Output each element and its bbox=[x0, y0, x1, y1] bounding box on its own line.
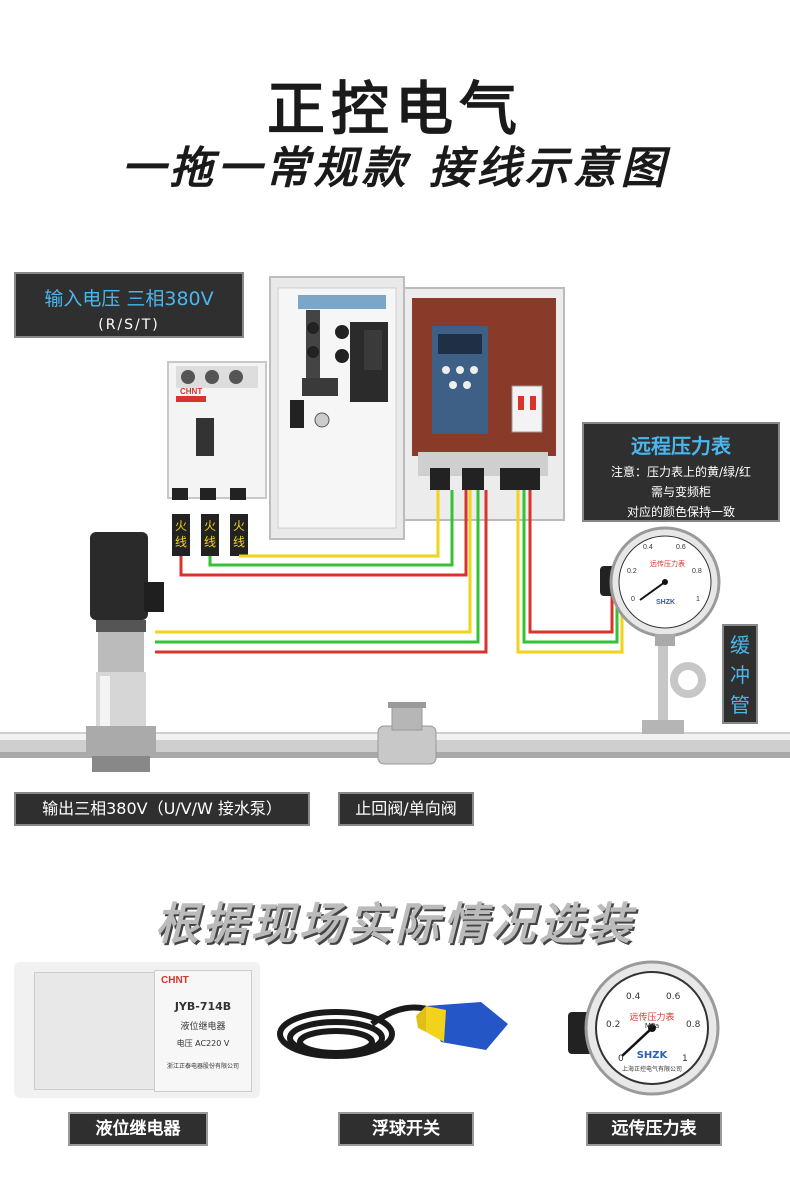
live-wire-label-1: 火线 bbox=[174, 519, 187, 549]
page-title: 正控电气 bbox=[266, 75, 523, 143]
level-relay-image: CHNT JYB-714B 液位继电器 电压 AC220 V 浙江正泰电器股份有… bbox=[14, 962, 260, 1098]
circuit-breaker bbox=[167, 361, 267, 500]
gauge-brand: SHZK bbox=[656, 599, 675, 606]
live-wire-labels bbox=[172, 514, 248, 556]
input-voltage-label: 输入电压 三相380V bbox=[44, 288, 214, 310]
gauge-tick-0: 0 bbox=[631, 596, 635, 603]
relay-voltage: 电压 AC220 V bbox=[176, 1039, 230, 1048]
relay-model: JYB-714B bbox=[174, 1000, 232, 1013]
options-section-title: 根据现场实际情况选装 bbox=[155, 899, 635, 950]
output-pump-label: 输出三相380V（U/V/W 接水泵） bbox=[14, 792, 310, 826]
gauge-tick-0.4: 0.4 bbox=[643, 544, 653, 551]
remote-gauge-image-unit: MPa bbox=[644, 1022, 660, 1030]
remote-gauge-image bbox=[568, 960, 720, 1096]
cabinet-door bbox=[269, 276, 405, 540]
remote-gauge-image-tick-0.8: 0.8 bbox=[686, 1020, 701, 1030]
gauge-tick-0.6: 0.6 bbox=[676, 544, 686, 551]
remote-gauge-image-tick-0.2: 0.2 bbox=[606, 1020, 621, 1030]
remote-gauge-note-line1: 注意：压力表上的黄/绿/红 bbox=[610, 465, 752, 479]
gauge-tick-0.8: 0.8 bbox=[692, 568, 702, 575]
remote-gauge-image-tick-0.4: 0.4 bbox=[626, 992, 641, 1002]
relay-maker: 浙江正泰电器股份有限公司 bbox=[166, 1063, 239, 1070]
remote-gauge-note-box: 远程压力表 注意：压力表上的黄/绿/红 需与变频柜 对应的颜色保持一致 bbox=[582, 422, 780, 522]
float-switch-image bbox=[277, 1002, 508, 1059]
relay-brand: CHNT bbox=[161, 975, 189, 986]
input-phases-label: (R/S/T) bbox=[98, 317, 160, 333]
gauge-face-text: 远传压力表 bbox=[650, 559, 685, 568]
gauge-tick-0.2: 0.2 bbox=[627, 568, 637, 575]
remote-gauge-image-maker: 上海正控电气有限公司 bbox=[621, 1066, 682, 1073]
gauge-tick-1: 1 bbox=[696, 596, 700, 603]
remote-gauge-image-tick-1: 1 bbox=[682, 1054, 688, 1064]
remote-gauge-note-line3: 对应的颜色保持一致 bbox=[626, 505, 735, 519]
gauge-wires bbox=[516, 490, 624, 654]
remote-gauge-option-label: 远传压力表 bbox=[586, 1112, 722, 1146]
relay-front: CHNT JYB-714B 液位继电器 电压 AC220 V 浙江正泰电器股份有… bbox=[154, 970, 252, 1092]
breaker-brand: CHNT bbox=[180, 387, 202, 396]
live-wire-label-3: 火线 bbox=[232, 519, 245, 549]
remote-pressure-gauge bbox=[600, 526, 721, 646]
remote-gauge-image-tick-0: 0 bbox=[618, 1054, 624, 1064]
relay-body bbox=[34, 972, 164, 1090]
wiring-diagram: CHNT bbox=[0, 276, 790, 772]
remote-gauge-image-tick-0.6: 0.6 bbox=[666, 992, 681, 1002]
cabinet-body bbox=[403, 287, 565, 521]
level-relay-label: 液位继电器 bbox=[68, 1112, 208, 1146]
page-subtitle: 一拖一常规款 接线示意图 bbox=[121, 143, 669, 194]
input-wires bbox=[179, 490, 468, 577]
check-valve-label: 止回阀/单向阀 bbox=[338, 792, 474, 826]
relay-type: 液位继电器 bbox=[180, 1022, 226, 1032]
remote-gauge-note-line2: 需与变频柜 bbox=[650, 485, 711, 499]
remote-gauge-image-brand: SHZK bbox=[636, 1050, 668, 1061]
check-valve bbox=[377, 702, 437, 765]
buffer-tube-label: 缓 冲 管 bbox=[722, 624, 758, 724]
buffer-tube bbox=[642, 624, 706, 734]
water-pump bbox=[86, 532, 164, 772]
live-wire-label-2: 火线 bbox=[203, 519, 216, 549]
output-wires bbox=[155, 490, 488, 654]
remote-gauge-image-face-text: 远传压力表 bbox=[629, 1013, 675, 1023]
remote-gauge-title: 远程压力表 bbox=[631, 434, 731, 458]
float-switch-label: 浮球开关 bbox=[338, 1112, 474, 1146]
input-voltage-box: 输入电压 三相380V (R/S/T) bbox=[14, 272, 244, 338]
